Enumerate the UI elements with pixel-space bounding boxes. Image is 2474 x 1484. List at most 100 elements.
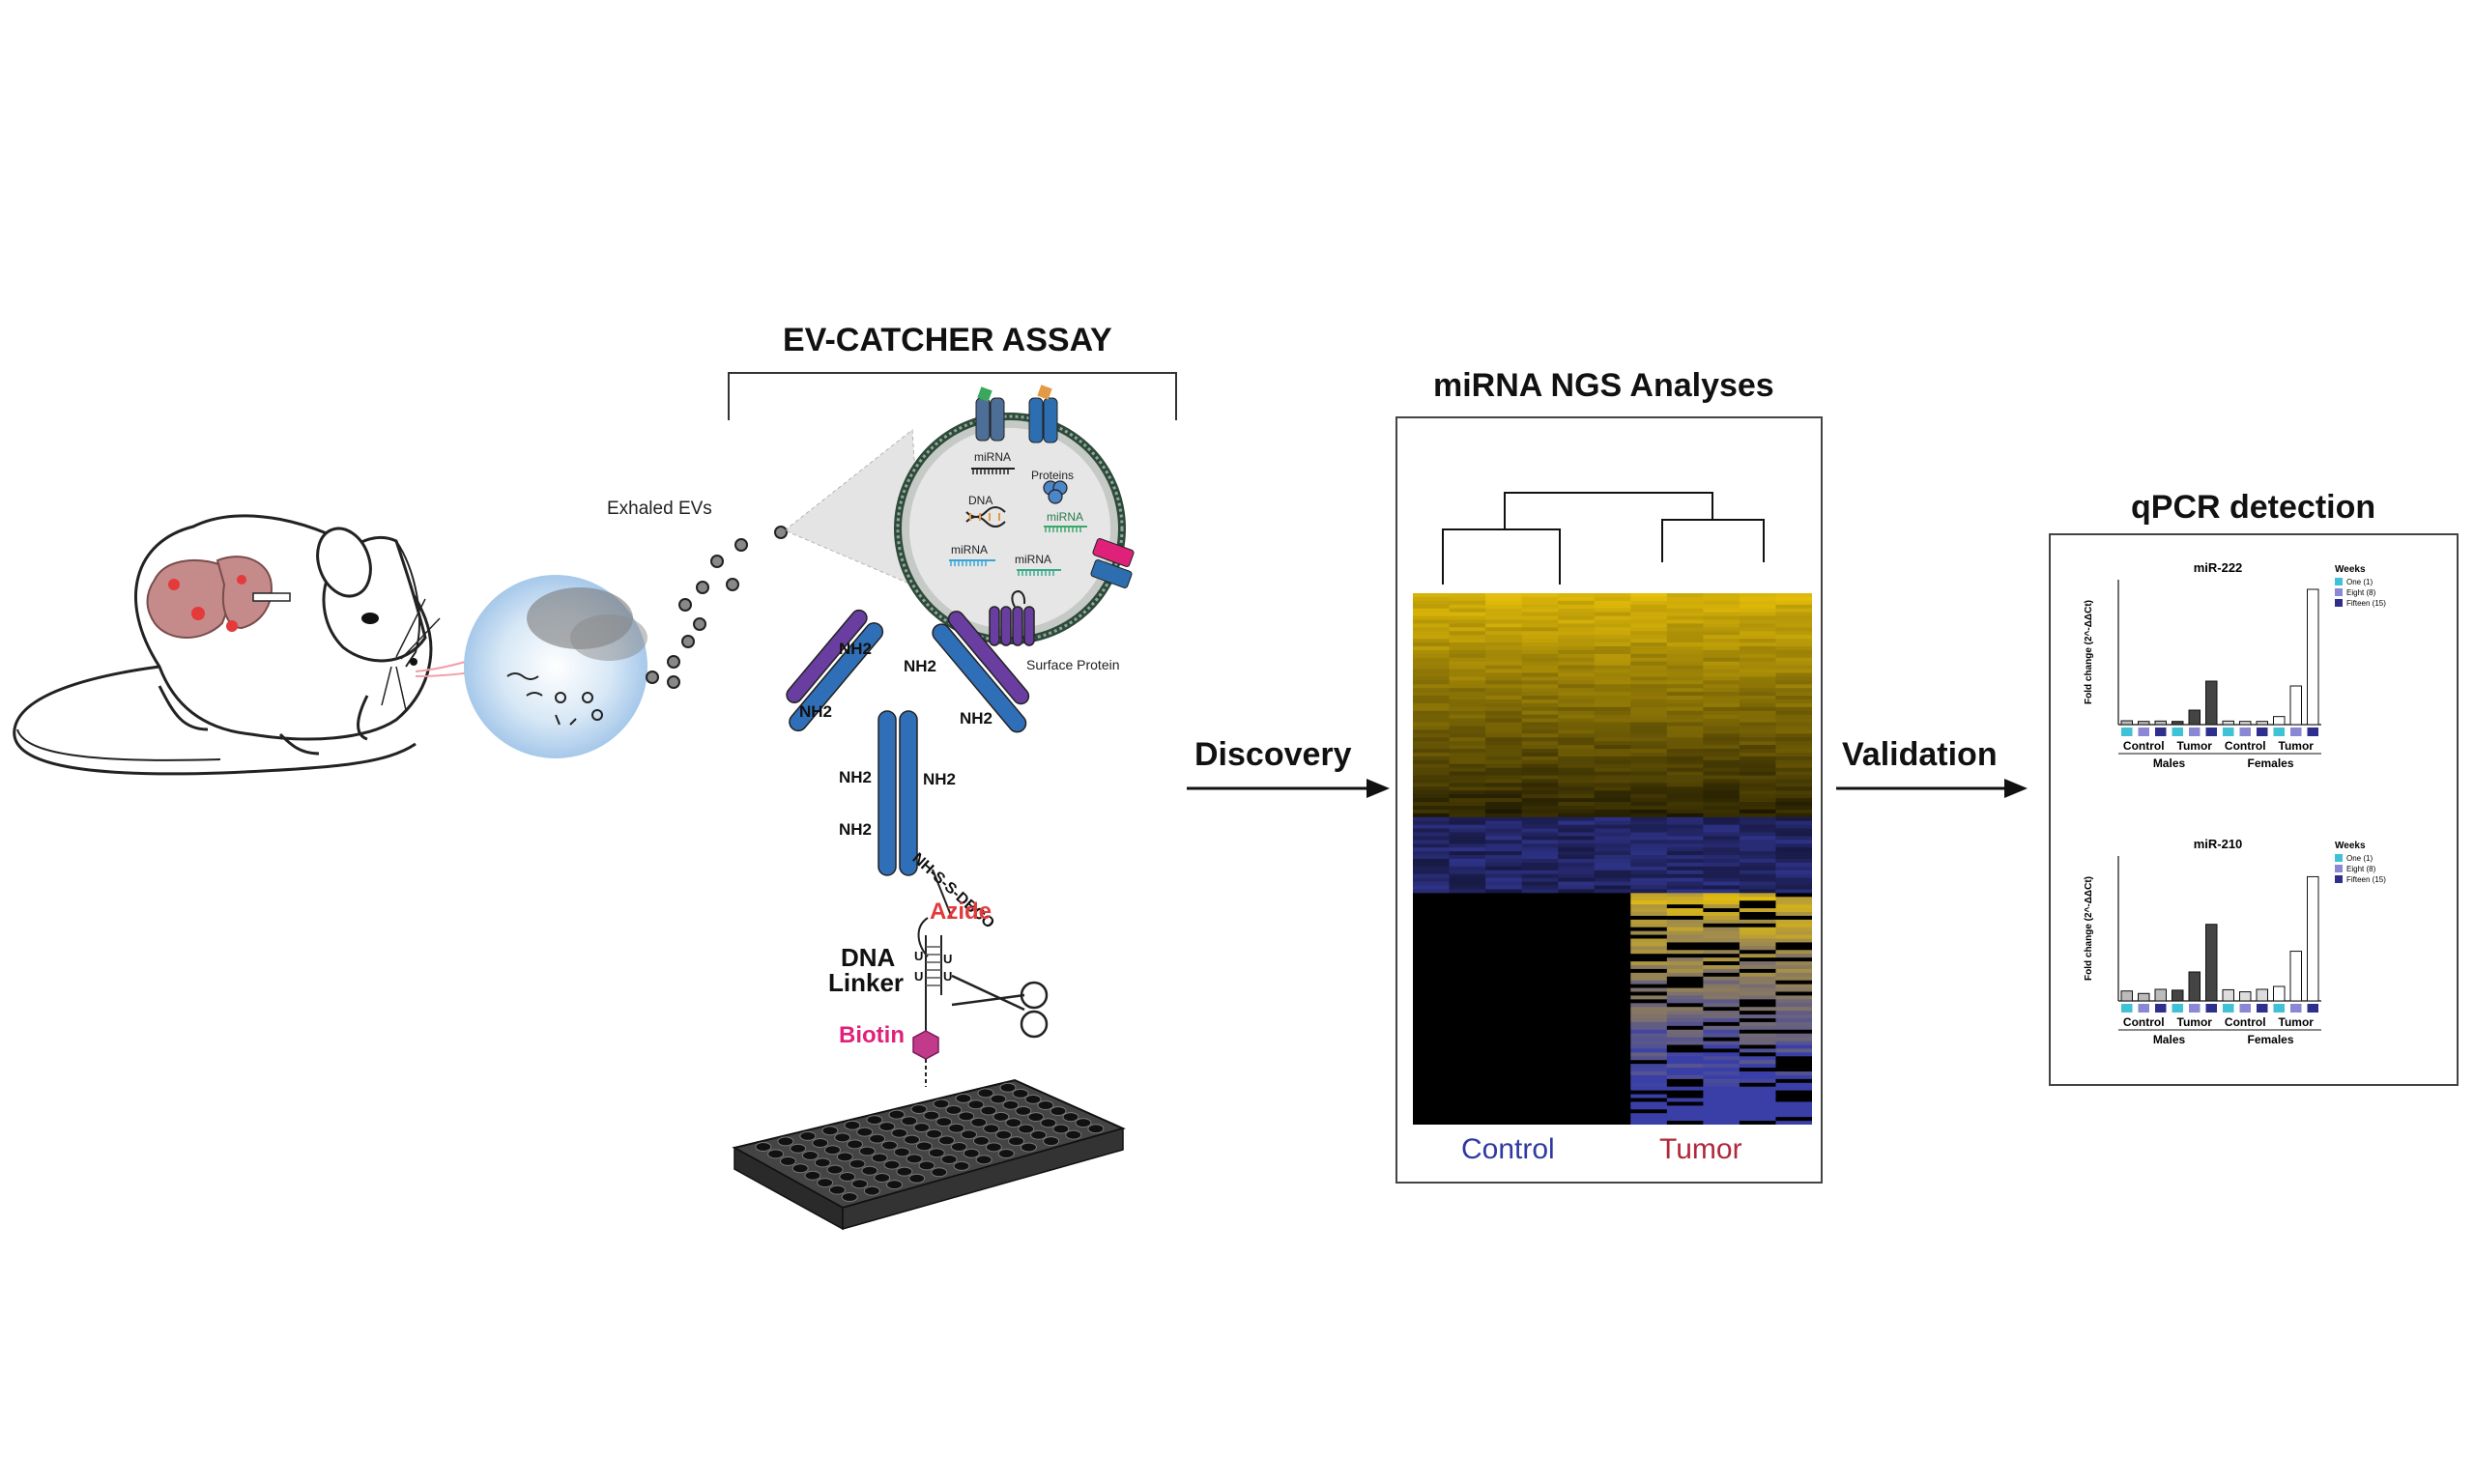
heatmap-cell — [1558, 1060, 1596, 1065]
qpcr-legend-swatch — [2335, 875, 2343, 883]
heatmap-cell — [1413, 1060, 1451, 1065]
heatmap-cell — [1703, 972, 1740, 978]
heatmap-cell — [1739, 980, 1776, 985]
heatmap-cell — [1775, 938, 1812, 943]
plate-well — [863, 1185, 880, 1196]
heatmap-cell — [1558, 619, 1596, 624]
heatmap-cell — [1630, 1056, 1668, 1061]
heatmap-cell — [1485, 696, 1523, 700]
heatmap-cell — [1775, 965, 1812, 970]
heatmap-cell — [1449, 828, 1486, 833]
heatmap-cell — [1485, 976, 1523, 982]
heatmap-cell — [1485, 980, 1523, 985]
heatmap-cell — [1630, 623, 1668, 628]
heatmap-cell — [1485, 824, 1523, 830]
heatmap-cell — [1485, 1044, 1523, 1049]
heatmap-cell — [1703, 642, 1740, 647]
qpcr-week-chip — [2273, 728, 2285, 736]
heatmap-cell — [1594, 1037, 1631, 1042]
heatmap-cell — [1775, 688, 1812, 693]
heatmap-cell — [1775, 676, 1812, 681]
heatmap-cell — [1666, 745, 1704, 750]
heatmap-cell — [1594, 816, 1631, 822]
heatmap-cell — [1703, 881, 1740, 886]
heatmap-cell — [1703, 942, 1740, 947]
heatmap-cell — [1521, 767, 1559, 773]
heatmap-cell — [1703, 855, 1740, 860]
heatmap-cell — [1594, 676, 1631, 681]
heatmap-cell — [1521, 646, 1559, 651]
heatmap-cell — [1739, 680, 1776, 685]
heatmap-cell — [1666, 824, 1704, 830]
heatmap-cell — [1775, 1025, 1812, 1031]
heatmap-cell — [1521, 1056, 1559, 1061]
heatmap-cell — [1666, 639, 1704, 643]
heatmap-cell — [1739, 1117, 1776, 1122]
heatmap-cell — [1666, 942, 1704, 947]
biotin-label: Biotin — [839, 1022, 905, 1048]
heatmap-cell — [1630, 1078, 1668, 1084]
heatmap-cell — [1449, 790, 1486, 795]
heatmap-cell — [1775, 987, 1812, 992]
qpcr-week-chip — [2273, 1004, 2285, 1013]
heatmap-cell — [1485, 699, 1523, 704]
heatmap-cell — [1521, 619, 1559, 624]
heatmap-cell — [1739, 1007, 1776, 1012]
heatmap-cell — [1413, 1007, 1451, 1012]
heatmap-cell — [1739, 596, 1776, 602]
qpcr-sex-label: Females — [2247, 1033, 2293, 1046]
heatmap-cell — [1449, 942, 1486, 947]
heatmap-cell — [1630, 870, 1668, 875]
heatmap-cell — [1558, 733, 1596, 738]
heatmap-cell — [1485, 836, 1523, 841]
heatmap-cell — [1666, 1074, 1704, 1080]
heatmap-cell — [1775, 862, 1812, 868]
heatmap-cell — [1666, 1014, 1704, 1019]
heatmap-cell — [1775, 741, 1812, 746]
heatmap-cell — [1739, 1021, 1776, 1027]
heatmap-cell — [1739, 657, 1776, 663]
heatmap-cell — [1521, 749, 1559, 754]
heatmap-cell — [1775, 912, 1812, 917]
plate-well — [940, 1155, 958, 1165]
heatmap-cell — [1413, 828, 1451, 833]
heatmap-cell — [1449, 726, 1486, 730]
heatmap-cell — [1521, 984, 1559, 989]
heatmap-cell — [1703, 870, 1740, 875]
heatmap-cell — [1558, 749, 1596, 754]
heatmap-cell — [1413, 604, 1451, 610]
heatmap-cell — [1485, 999, 1523, 1004]
heatmap-cell — [1449, 927, 1486, 932]
heatmap-cell — [1413, 836, 1451, 841]
heatmap-cell — [1413, 980, 1451, 985]
heatmap-cell — [1630, 608, 1668, 614]
heatmap-cell — [1485, 893, 1523, 898]
dna-linker-label-2: Linker — [828, 968, 905, 997]
heatmap-cell — [1739, 976, 1776, 982]
plate-well — [1040, 1118, 1057, 1128]
heatmap-cell — [1558, 836, 1596, 841]
heatmap-cell — [1666, 806, 1704, 811]
heatmap-cell — [1521, 889, 1559, 894]
heatmap-cell — [1739, 954, 1776, 958]
heatmap-cell — [1485, 1117, 1523, 1122]
heatmap-cell — [1521, 1033, 1559, 1039]
heatmap-cell — [1703, 968, 1740, 974]
heatmap-cell — [1558, 893, 1596, 898]
heatmap-cell — [1413, 714, 1451, 720]
heatmap-cell — [1449, 722, 1486, 727]
heatmap-cell — [1449, 900, 1486, 905]
heatmap-cell — [1775, 1052, 1812, 1057]
heatmap-cell — [1775, 930, 1812, 936]
heatmap-cell — [1449, 1014, 1486, 1019]
heatmap-cell — [1630, 908, 1668, 913]
heatmap-cell — [1449, 923, 1486, 928]
heatmap-cell — [1775, 942, 1812, 947]
heatmap-cell — [1775, 737, 1812, 742]
heatmap-cell — [1703, 984, 1740, 989]
heatmap-cell — [1413, 612, 1451, 617]
heatmap-cell — [1521, 900, 1559, 905]
heatmap-cell — [1558, 1117, 1596, 1122]
heatmap-cell — [1521, 722, 1559, 727]
heatmap-cell — [1521, 786, 1559, 791]
